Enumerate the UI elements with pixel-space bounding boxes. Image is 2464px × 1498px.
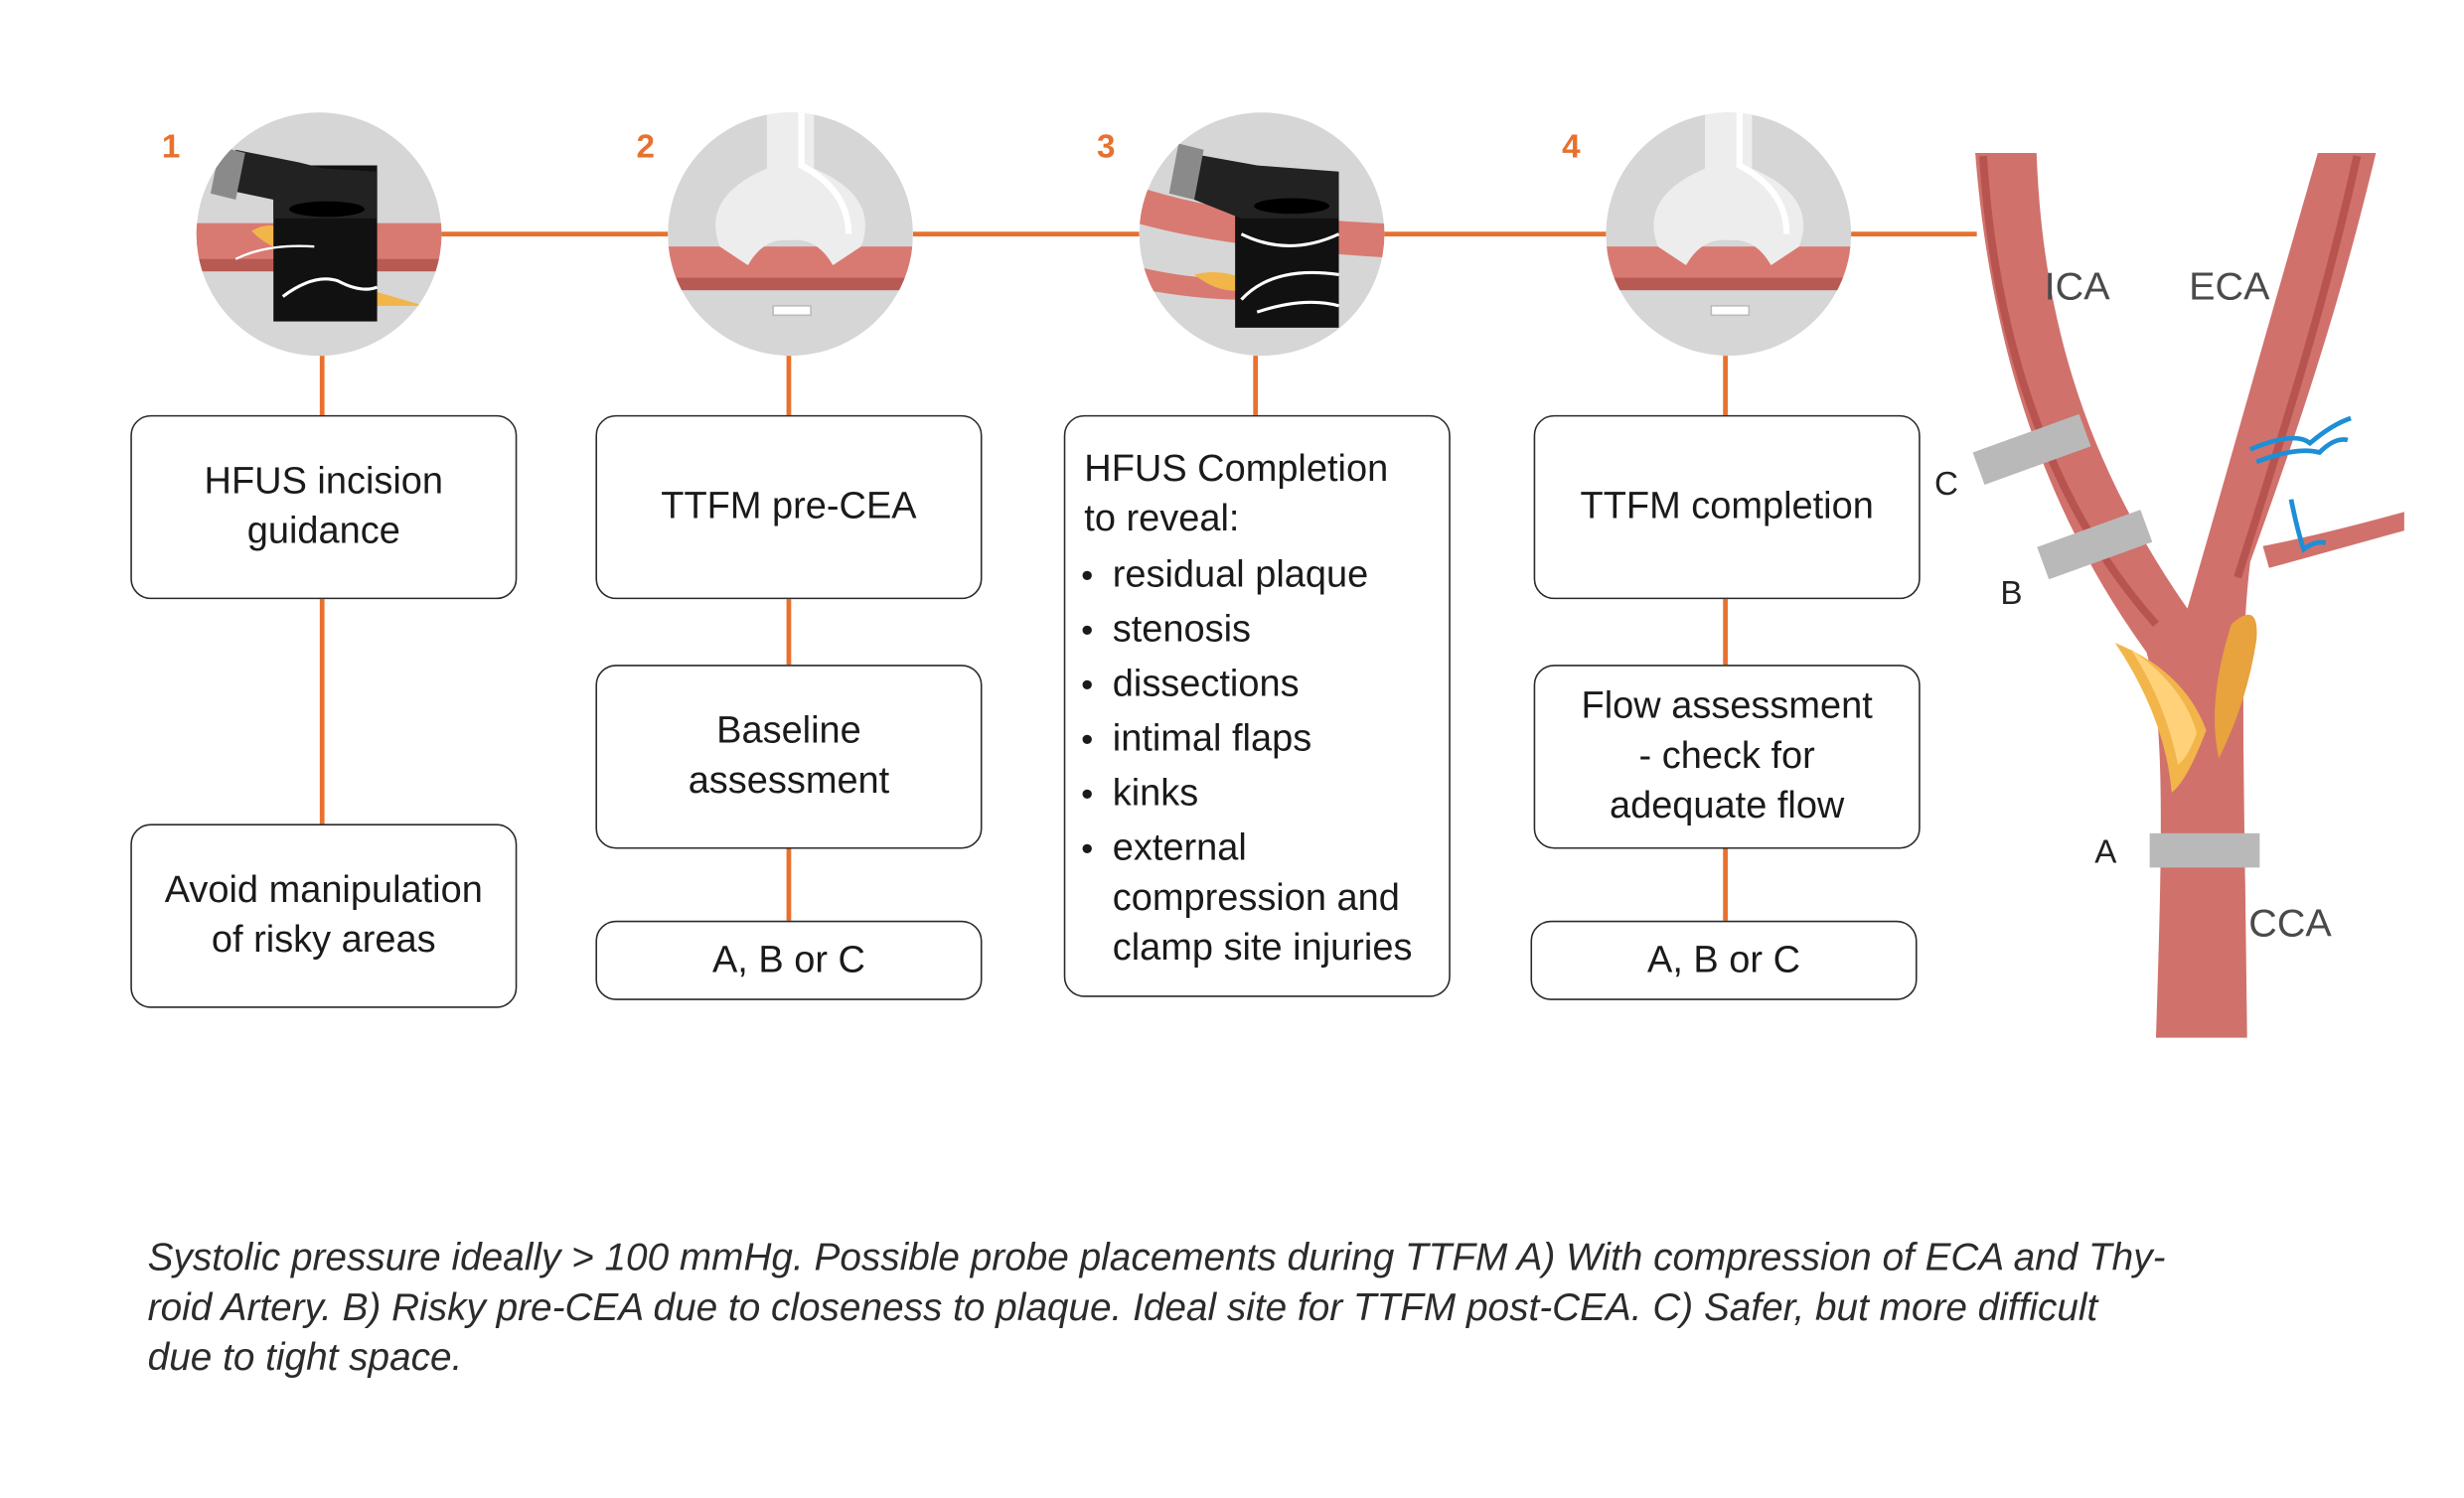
caption-line-2: roid Artery. B) Risky pre-CEA due to clo… [147, 1286, 2098, 1330]
step-3-bullet-list: residual plaque stenosis dissections int… [1081, 547, 1433, 974]
bullet-line-1: external [1112, 826, 1247, 869]
bullet-item: kinks [1081, 766, 1433, 821]
step-1-sub-box: Avoid manipulation of risky areas [130, 824, 518, 1008]
probe-a-label: A [2094, 834, 2117, 871]
bullet-item: residual plaque [1081, 547, 1433, 602]
step-1-number: 1 [161, 129, 181, 166]
step-1-main-box: HFUS incision guidance [130, 414, 518, 600]
bullet-item: intimal flaps [1081, 711, 1433, 766]
step-3-number: 3 [1096, 129, 1116, 166]
step-2-sub-line-2: assessment [688, 759, 890, 803]
step-2-main-label: TTFM pre-CEA [661, 485, 917, 527]
step-4-number: 4 [1562, 129, 1581, 166]
step-3-illustration [1139, 112, 1385, 357]
step-1-illustration [196, 112, 442, 357]
connector-lines [319, 231, 1977, 921]
step-1-sub-line-2: of risky areas [211, 919, 436, 962]
step-2-main-box: TTFM pre-CEA [595, 414, 983, 600]
eca-label: ECA [2189, 265, 2270, 310]
step-2-number: 2 [636, 129, 656, 166]
step-2-probe-label: A, B or C [711, 938, 865, 981]
caption: Systolic pressure ideally > 100 mmHg. Po… [148, 1235, 2332, 1385]
step-4-probe-label: A, B or C [1647, 938, 1800, 981]
probe-b [2037, 510, 2153, 580]
step-2-probe-box: A, B or C [595, 920, 983, 1000]
bullet-item: stenosis [1081, 602, 1433, 657]
cca-label: CCA [2248, 901, 2332, 946]
step-4-sub-line-3: adequate flow [1609, 785, 1845, 827]
plaque-right [2215, 614, 2257, 759]
bullet-line-3: clamp site injuries [1112, 927, 1413, 970]
step-2-sub-box: Baseline assessment [595, 665, 983, 849]
step-1-main-line-1: HFUS incision [204, 460, 444, 503]
step-1-main-line-2: guidance [246, 510, 400, 553]
step-3-heading-line-2: to reveal: [1084, 498, 1240, 540]
step-2-illustration [668, 112, 913, 357]
step-4-sub-line-1: Flow assessment [1581, 684, 1873, 727]
probe-c-label: C [1933, 466, 1958, 503]
carotid-artery-illustration [1972, 152, 2404, 1038]
ica-label: ICA [2044, 265, 2110, 310]
bullet-line-2: compression and [1112, 876, 1400, 920]
step-4-sub-line-2: - check for [1638, 734, 1815, 778]
caption-line-1: Systolic pressure ideally > 100 mmHg. Po… [147, 1237, 2166, 1280]
caption-line-3: due to tight space. [147, 1337, 463, 1380]
step-3-box: HFUS Completion to reveal: residual plaqu… [1063, 414, 1451, 997]
step-3-heading-line-1: HFUS Completion [1084, 447, 1389, 491]
step-4-illustration [1606, 112, 1852, 357]
thyroid-vessel-1 [2248, 415, 2352, 465]
step-4-sub-box: Flow assessment - check for adequate flow [1533, 665, 1921, 849]
step-4-probe-box: A, B or C [1530, 920, 1918, 1000]
step-4-main-label: TTFM completion [1580, 485, 1874, 527]
probe-a [2149, 832, 2260, 868]
bullet-item: dissections [1081, 657, 1433, 711]
step-4-main-box: TTFM completion [1533, 414, 1921, 600]
step-2-sub-line-1: Baseline [716, 709, 861, 753]
artery-body [1975, 152, 2377, 1038]
probe-b-label: B [2000, 575, 2023, 612]
step-1-sub-line-1: Avoid manipulation [164, 868, 483, 912]
probe-c [1972, 413, 2091, 485]
bullet-item-external: external compression and clamp site inju… [1081, 824, 1433, 974]
thyroid-vessel-2 [2288, 499, 2327, 553]
